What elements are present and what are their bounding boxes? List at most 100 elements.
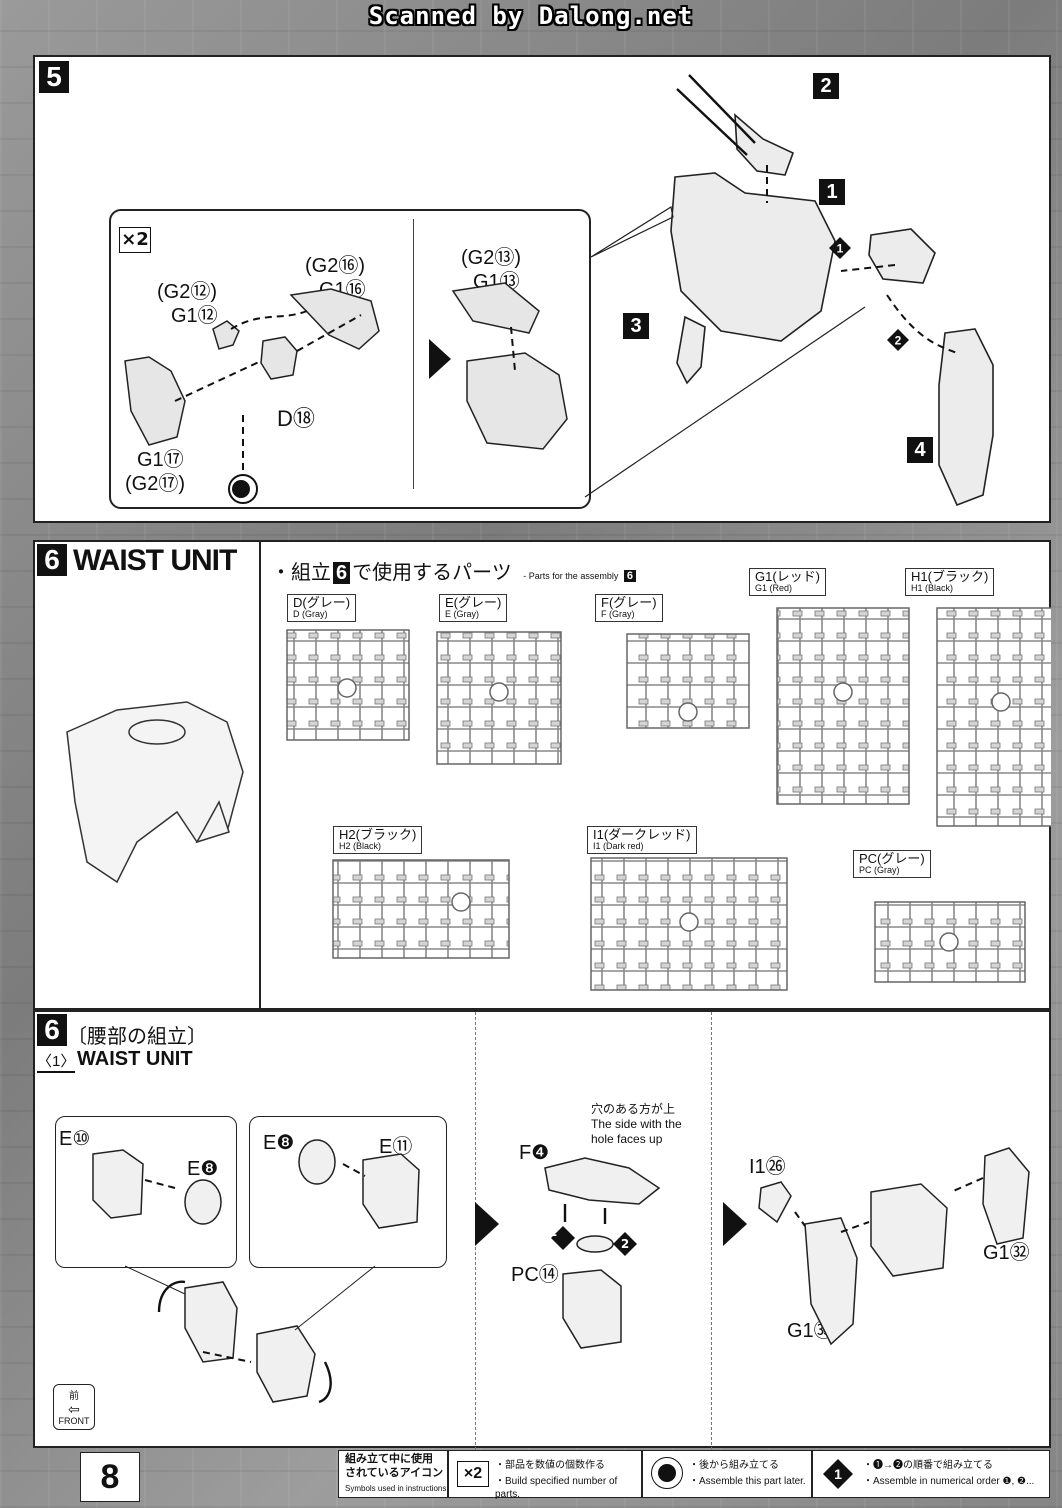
unit-2-label: 2 — [813, 73, 839, 99]
label-g1-12: G1⑫ — [171, 305, 218, 327]
label-g2-13: (G2⑬) — [461, 247, 521, 269]
order-2-icon-b: 2 — [620, 1237, 630, 1251]
runner-pc-en: PC (Gray) — [859, 865, 900, 875]
runner-i1-en: I1 (Dark red) — [593, 841, 644, 851]
legend-title-2: されているアイコン — [345, 1467, 444, 1479]
legend-title-en: Symbols used in instructions — [345, 1484, 447, 1493]
waist-unit-preview — [66, 701, 244, 884]
step6-1-title-jp: 〔腰部の組立〕 — [67, 1026, 207, 1048]
svg-text:1: 1 — [834, 1466, 842, 1482]
label-g1-17: G1⑰ — [137, 449, 184, 471]
runner-h1-title: H1(ブラック)H1 (Black) — [905, 568, 995, 596]
runner-f-title: F(グレー)F (Gray) — [595, 594, 663, 622]
unit-4-label: 4 — [907, 437, 933, 463]
runner-f-jp: F(グレー) — [601, 595, 657, 610]
order-1-icon: 1 — [829, 237, 851, 259]
label-e10: E⑩ — [59, 1128, 91, 1150]
legend-1-jp: ・部品を数値の個数作る — [495, 1460, 605, 1471]
label-g2-12: (G2⑫) — [157, 281, 217, 303]
legend-2-en: ・Assemble this part later. — [689, 1476, 806, 1487]
next-step-arrow — [429, 339, 451, 379]
parts-header-text: ・組立 — [271, 562, 331, 584]
order-diamond-icon: 1 — [823, 1459, 853, 1494]
label-f4: F❹ — [519, 1142, 550, 1164]
order-1-text: 1 — [837, 242, 844, 256]
step6-1-sub-number: 〈1〉 — [37, 1050, 76, 1073]
hole-note-jp: 穴のある方が上 — [591, 1102, 676, 1116]
runner-h2-jp: H2(ブラック) — [339, 827, 417, 842]
step-arrow-2 — [723, 1202, 747, 1246]
front-jp: 前 — [69, 1391, 79, 1402]
page-number: 8 — [80, 1452, 140, 1502]
hole-note-en-1: The side with the — [591, 1117, 682, 1131]
legend-2-jp: ・後から組み立てる — [689, 1460, 779, 1471]
dotted-divider-2 — [711, 1012, 712, 1450]
label-g1-32: G1㉜ — [983, 1242, 1030, 1264]
detail-callout-right — [249, 1116, 447, 1268]
multiply-icon: ×2 — [457, 1461, 489, 1487]
front-indicator: 前 ⇦ FRONT — [53, 1384, 95, 1430]
runner-i1-jp: I1(ダークレッド) — [593, 827, 691, 842]
step6-1-title-en: WAIST UNIT — [77, 1048, 193, 1070]
step6-number: 6 — [37, 544, 67, 576]
runner-pc-jp: PC(グレー) — [859, 851, 925, 866]
runner-g1-en: G1 (Red) — [755, 583, 793, 593]
legend-3-en: ・Assemble in numerical order ❶, ❷... — [863, 1476, 1035, 1487]
scan-watermark: Scanned by Dalong.net — [368, 2, 694, 30]
order-2-text: 2 — [895, 334, 902, 348]
legend-title-1: 組み立て中に使用 — [345, 1453, 433, 1465]
step6-1-panel: 6 〔腰部の組立〕 〈1〉 WAIST UNIT E⑩ E❽ E❽ E⑪ F❹ … — [33, 1010, 1051, 1450]
parts-header-sub-step: 6 — [623, 570, 637, 582]
label-g2-17: (G2⑰) — [125, 473, 185, 495]
label-i1-26: I1㉖ — [749, 1156, 786, 1178]
parts-divider — [259, 542, 261, 1012]
runner-e-en: E (Gray) — [445, 609, 480, 619]
multiplier-icon: ×2 — [119, 227, 151, 253]
step5-detail-box: ×2 (G2⑫) G1⑫ (G2⑯) G1⑯ D⑱ G1⑰ (G2⑰) (G2⑬… — [109, 209, 591, 509]
step6-1-number: 6 — [37, 1014, 67, 1046]
icon-legend-order: 1 ・❶→❷の順番で組み立てる ・Assemble in numerical o… — [812, 1450, 1050, 1498]
runner-d-title: D(グレー)D (Gray) — [287, 594, 357, 622]
label-g2-16: (G2⑯) — [305, 255, 365, 277]
runner-sheets-illustration — [286, 607, 1051, 991]
unit-3-label: 3 — [623, 313, 649, 339]
parts-header-rest: で使用するパーツ — [352, 562, 512, 584]
hole-note-en-2: hole faces up — [591, 1132, 663, 1146]
order-2-icon: 2 — [887, 329, 909, 351]
runner-e-jp: E(グレー) — [445, 595, 502, 610]
step5-panel: 5 ×2 (G2⑫) G1⑫ (G2⑯) G1⑯ D⑱ G1⑰ (G2⑰) (G… — [33, 55, 1051, 523]
front-arrow-icon: ⇦ — [68, 1401, 80, 1417]
parts-header-step: 6 — [333, 562, 351, 584]
runner-i1-title: I1(ダークレッド)I1 (Dark red) — [587, 826, 697, 854]
runner-h1-jp: H1(ブラック) — [911, 569, 989, 584]
runner-h2-title: H2(ブラック)H2 (Black) — [333, 826, 423, 854]
waist-assembly-illustration — [92, 1139, 1030, 1404]
assemble-later-icon-footer — [651, 1457, 683, 1489]
step6-title: WAIST UNIT — [73, 544, 237, 577]
legend-3-jp: ・❶→❷の順番で組み立てる — [863, 1460, 993, 1471]
runner-d-jp: D(グレー) — [293, 595, 351, 610]
step-arrow-1 — [475, 1202, 499, 1246]
step-divider — [413, 219, 414, 489]
label-e11: E⑪ — [379, 1136, 413, 1158]
parts-header-sub: - Parts for the assembly — [523, 571, 619, 581]
runner-pc-title: PC(グレー)PC (Gray) — [853, 850, 931, 878]
runner-d-en: D (Gray) — [293, 609, 328, 619]
label-d18: D⑱ — [277, 406, 315, 431]
front-en: FRONT — [58, 1416, 90, 1426]
order-1-icon-b: 1 — [548, 1225, 558, 1239]
icon-legend-multiply: ×2 ・部品を数値の個数作る ・Build specified number o… — [448, 1450, 642, 1500]
runner-g1-jp: G1(レッド) — [755, 569, 821, 584]
legend-1-en: ・Build specified number of parts. — [495, 1476, 618, 1500]
icon-legend-later: ・後から組み立てる ・Assemble this part later. — [642, 1450, 812, 1498]
runner-h1-en: H1 (Black) — [911, 583, 954, 593]
unit-1-label: 1 — [819, 179, 845, 205]
runner-h2-en: H2 (Black) — [339, 841, 382, 851]
label-e8-left: E❽ — [187, 1158, 219, 1180]
runner-e-title: E(グレー)E (Gray) — [439, 594, 508, 622]
runner-f-en: F (Gray) — [601, 609, 635, 619]
label-pc14: PC⑭ — [511, 1264, 559, 1286]
label-e8-right: E❽ — [263, 1132, 295, 1154]
